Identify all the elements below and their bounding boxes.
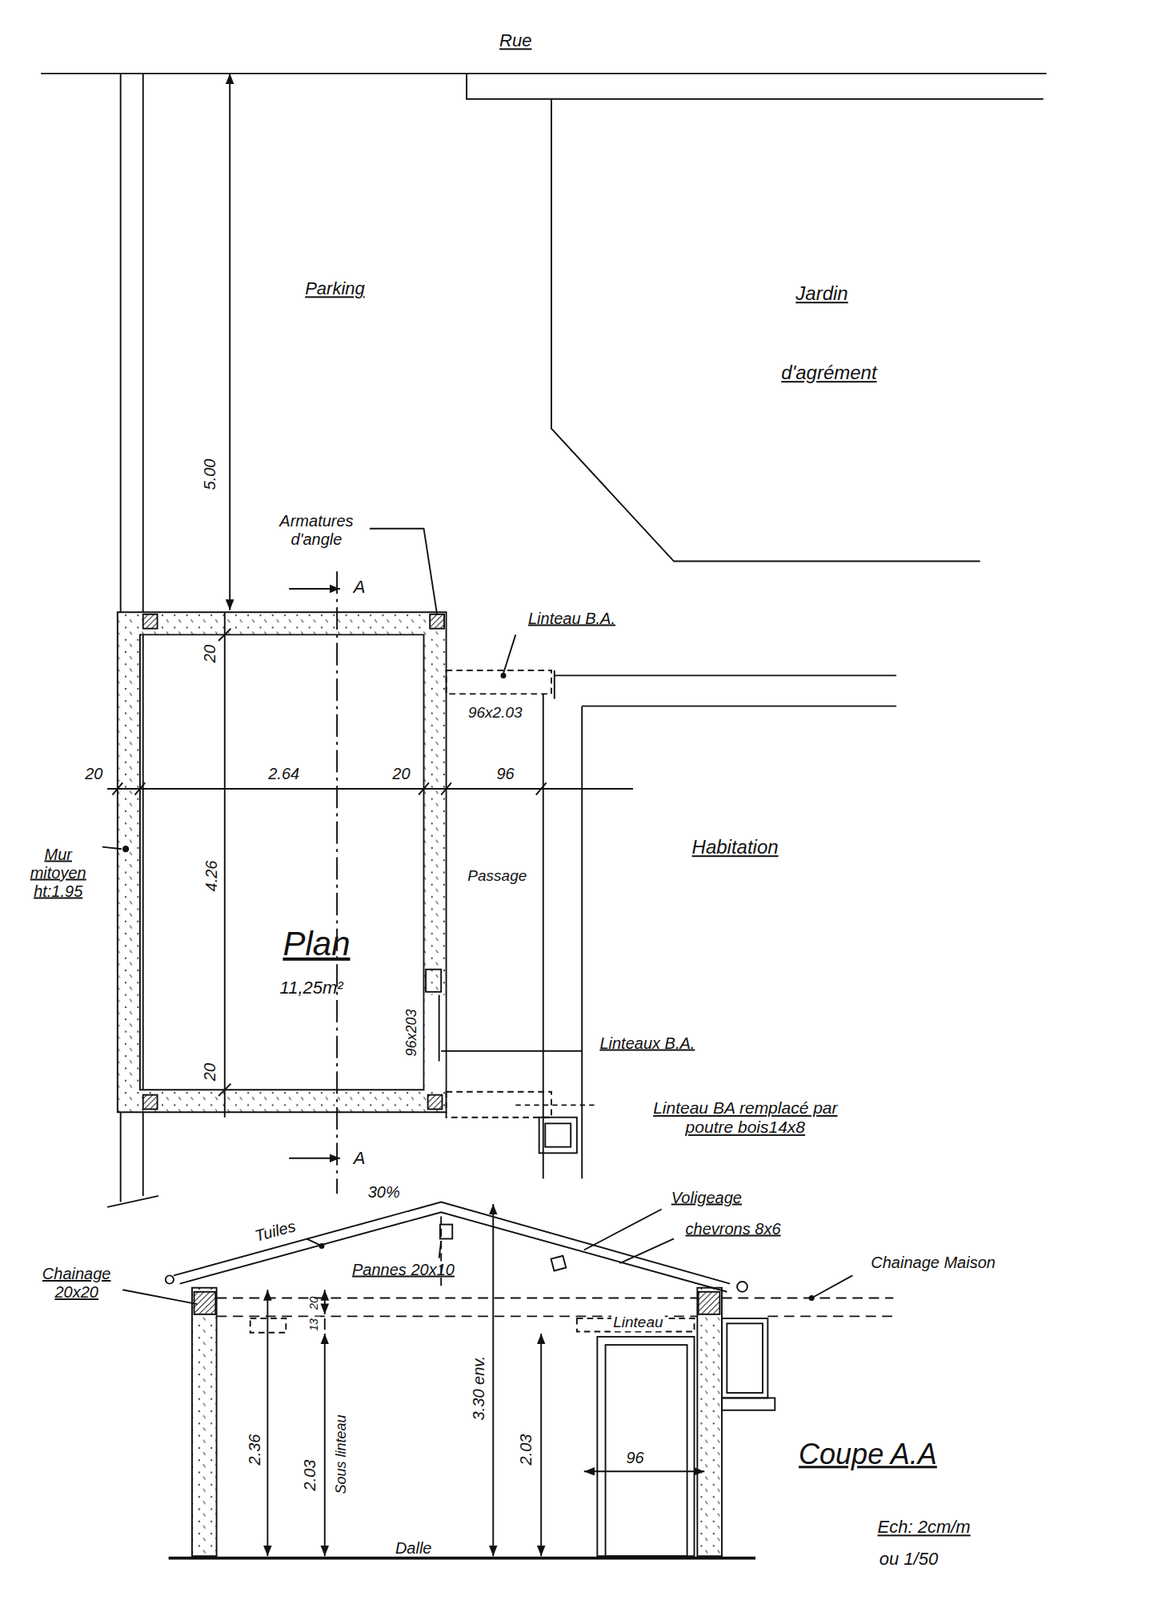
dimension-label: 96x203 bbox=[403, 1009, 421, 1058]
area-label: Jardin bbox=[795, 283, 848, 306]
annotation-label: Linteau BA remplacé par poutre bois14x8 bbox=[637, 1098, 854, 1138]
annotation-label: Linteau bbox=[611, 1314, 665, 1333]
dimension-label: 96 bbox=[496, 765, 514, 784]
area-label: Parking bbox=[304, 278, 365, 299]
dimension-label: 20 bbox=[84, 765, 103, 784]
room-title: Plan bbox=[282, 925, 350, 964]
dimension-label: 96x2.03 bbox=[468, 704, 523, 722]
annotation-label: Linteau B.A. bbox=[528, 609, 616, 629]
dimension-label: 3.30 env. bbox=[469, 1356, 489, 1422]
dimension-label: 2.03 bbox=[516, 1434, 536, 1466]
dimension-label: 5.00 bbox=[200, 459, 219, 491]
area-label: Habitation bbox=[692, 836, 779, 859]
slope-label: 30% bbox=[368, 1183, 401, 1203]
street-label: Rue bbox=[499, 30, 532, 51]
dimension-label: 20 bbox=[200, 1062, 219, 1081]
dimension-label: 2.64 bbox=[268, 765, 300, 784]
annotation-label: Dalle bbox=[395, 1539, 433, 1559]
scale-label: Ech: 2cm/m bbox=[877, 1517, 971, 1538]
annotation-label: Voligeage bbox=[671, 1188, 742, 1207]
dimension-label: 13 bbox=[307, 1317, 321, 1334]
dimension-label: Sous linteau bbox=[332, 1415, 350, 1495]
section-mark: A bbox=[353, 576, 366, 598]
dimension-label: 20 bbox=[392, 765, 410, 784]
annotation-label: Linteaux B.A. bbox=[599, 1033, 695, 1053]
area-value: 11,25m² bbox=[280, 977, 344, 998]
annotation-label: Armatures d'angle bbox=[268, 512, 365, 549]
dimension-label: 20 bbox=[306, 1297, 321, 1311]
annotation-label: Chainage 20x20 bbox=[36, 1265, 118, 1303]
section-mark: A bbox=[353, 1148, 366, 1169]
area-label: d'agrément bbox=[781, 361, 877, 385]
dimension-label: 4.26 bbox=[202, 860, 221, 892]
annotation-label: Pannes 20x10 bbox=[352, 1261, 455, 1280]
annotation-label: chevrons 8x6 bbox=[685, 1220, 782, 1239]
room-plan: Plan 11,25m² bbox=[140, 635, 425, 1091]
dimension-label: 20 bbox=[200, 644, 219, 662]
scale-label: ou 1/50 bbox=[879, 1550, 938, 1571]
area-label: Passage bbox=[467, 867, 527, 886]
dimension-label: 2.03 bbox=[300, 1459, 319, 1491]
annotation-label: Chainage Maison bbox=[870, 1254, 996, 1273]
annotation-label: Tuiles bbox=[252, 1217, 298, 1247]
section-title: Coupe A.A bbox=[798, 1438, 938, 1471]
annotation-label: Mur mitoyen ht:1.95 bbox=[26, 845, 90, 901]
dimension-label: 96 bbox=[625, 1448, 644, 1467]
dimension-label: 2.36 bbox=[244, 1434, 264, 1466]
